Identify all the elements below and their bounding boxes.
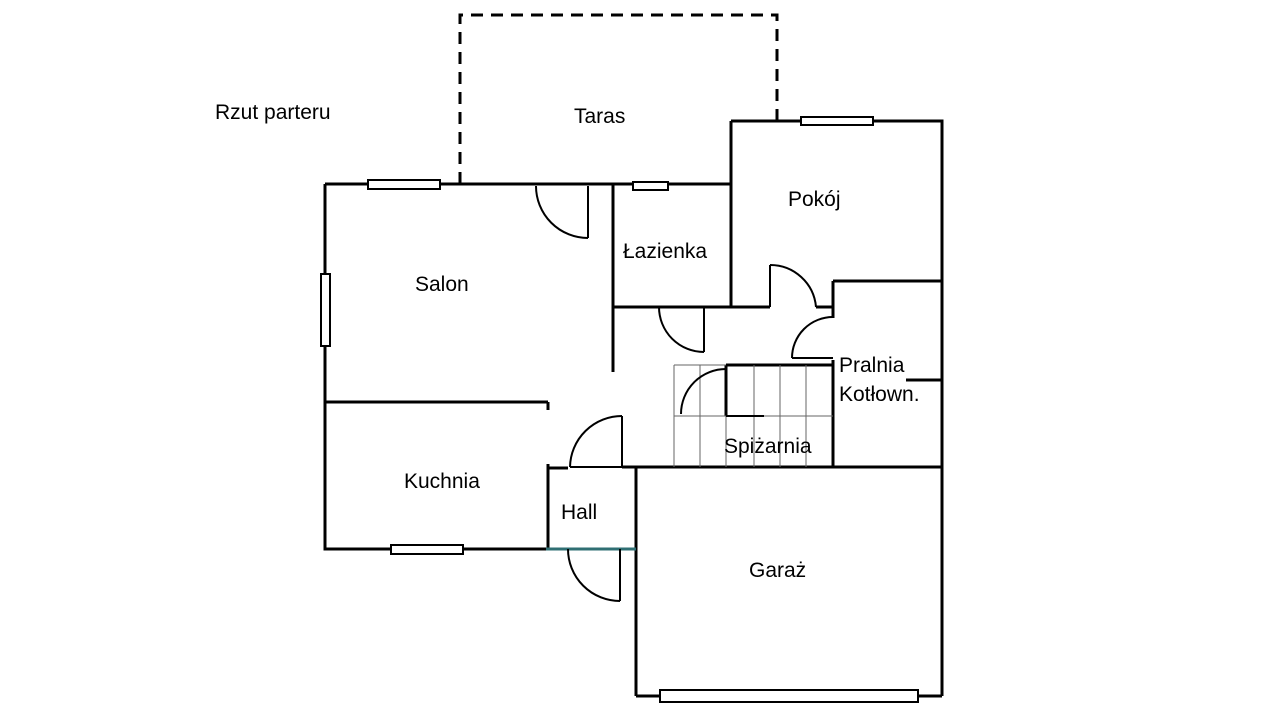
- garage-door: [659, 689, 919, 703]
- kuchnia-window: [390, 544, 464, 555]
- doors: [535, 185, 834, 602]
- room-label-kotlownia: Kotłown.: [839, 383, 920, 406]
- room-label-pralnia: Pralnia: [839, 354, 905, 377]
- windows: [320, 116, 919, 703]
- walls: [323, 119, 944, 698]
- lazienka-window: [632, 181, 669, 191]
- terrace-outline: [458, 13, 779, 184]
- room-label-garaz: Garaż: [749, 559, 806, 582]
- plan-title: Rzut parteru: [215, 101, 331, 124]
- salon-side-window: [320, 273, 331, 347]
- room-label-taras: Taras: [574, 105, 625, 128]
- room-label-lazienka: Łazienka: [623, 240, 707, 263]
- room-label-salon: Salon: [415, 273, 469, 296]
- pokoj-window: [800, 116, 874, 126]
- room-label-kuchnia: Kuchnia: [404, 470, 480, 493]
- room-label-pokoj: Pokój: [788, 188, 841, 211]
- room-label-spizarnia: Spiżarnia: [724, 435, 812, 458]
- room-label-hall: Hall: [561, 501, 597, 524]
- salon-window: [367, 179, 441, 190]
